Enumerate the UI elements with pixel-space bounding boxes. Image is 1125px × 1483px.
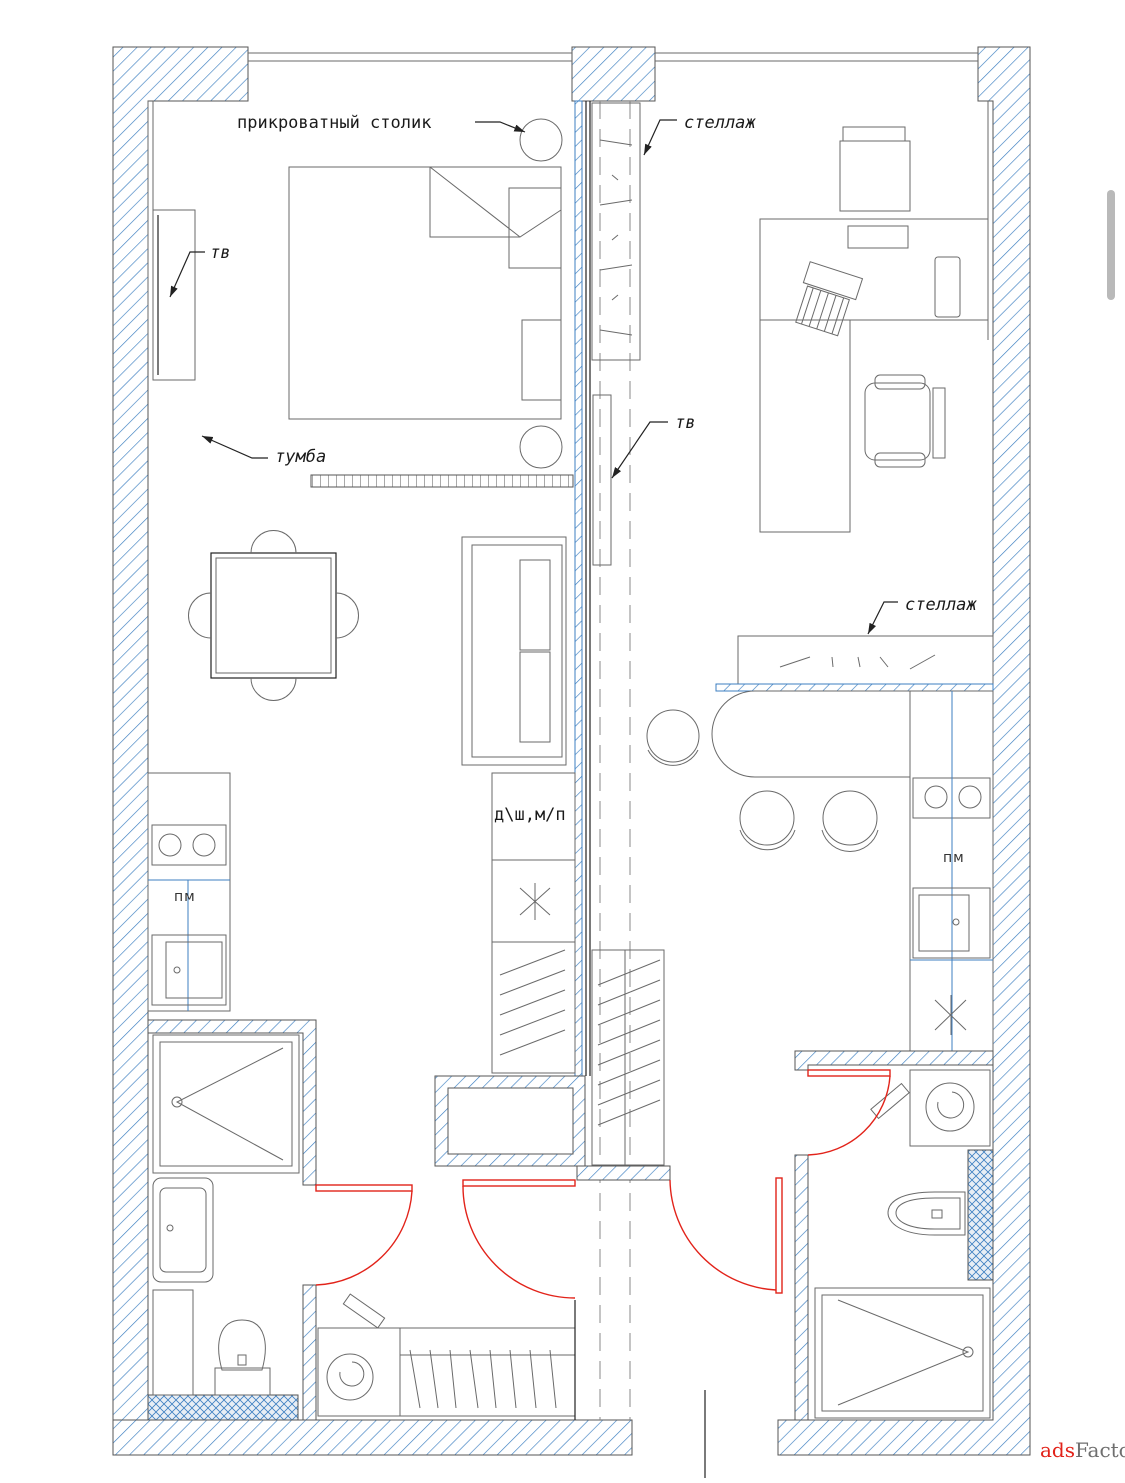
appliance-column	[491, 772, 576, 1074]
central-partition	[574, 100, 706, 1478]
bedside-table-top	[519, 118, 563, 162]
outer-walls	[112, 46, 1031, 1456]
toilet-right	[887, 1191, 966, 1236]
sofa	[461, 536, 567, 766]
desk	[759, 126, 989, 533]
tv-center	[592, 394, 612, 566]
bathroom-left-walls	[147, 1019, 317, 1421]
label-appliances: д\ш,м/п	[494, 805, 566, 825]
label-cabinet: тумба	[275, 447, 326, 467]
shelving-top	[591, 102, 641, 361]
bed	[288, 166, 562, 420]
label-bedside-table: прикроватный столик	[237, 113, 431, 133]
dining-table	[188, 530, 359, 701]
bathroom-right-walls	[794, 1050, 994, 1421]
label-shelving-right: стеллаж	[905, 595, 977, 615]
washing-machine-left	[317, 1293, 401, 1417]
bedside-table-bottom	[519, 425, 563, 469]
label-shelving-top: стеллаж	[684, 113, 756, 133]
doors-left	[315, 1179, 576, 1299]
cabinet-bar	[310, 474, 574, 488]
toilet-left	[152, 1289, 271, 1396]
wardrobe-bottom	[399, 1300, 576, 1420]
sink-left	[152, 1177, 214, 1283]
bar-counter	[646, 690, 911, 852]
label-tv-center: тв	[675, 413, 695, 433]
watermark-suffix: Factory	[1075, 1438, 1125, 1462]
watermark-prefix: ads	[1040, 1438, 1075, 1462]
kitchen-left	[147, 772, 231, 1012]
shelving-right	[715, 635, 994, 692]
washing-machine-right	[870, 1069, 991, 1147]
labels: прикроватный столик стеллаж тв тв тумба …	[169, 113, 977, 905]
kitchen-right	[909, 690, 994, 1052]
label-dishwasher-right: пм	[943, 850, 965, 866]
watermark-logo: adsFactory	[1040, 1438, 1125, 1462]
label-dishwasher-left: пм	[174, 889, 196, 905]
scrollbar[interactable]	[1107, 190, 1115, 300]
doors-right	[669, 1069, 891, 1294]
shower-right	[814, 1287, 991, 1419]
label-tv-left: тв	[210, 243, 230, 263]
tv-cabinet-left	[152, 209, 196, 381]
shower-left	[152, 1034, 300, 1174]
pillar	[434, 1075, 586, 1167]
wardrobe-hallway	[576, 949, 671, 1181]
